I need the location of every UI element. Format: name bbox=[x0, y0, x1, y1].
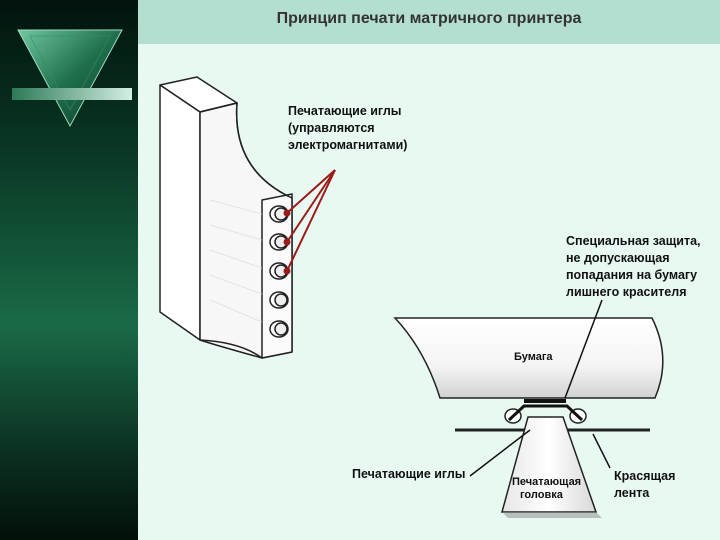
needles-top-label-line1: Печатающие иглы bbox=[288, 104, 402, 118]
sidebar-panel bbox=[0, 0, 138, 540]
paper-sheet bbox=[393, 317, 664, 399]
needles-bottom-label: Печатающие иглы bbox=[352, 467, 466, 481]
protection-label-line2: не допускающая bbox=[566, 251, 670, 265]
print-head-shading bbox=[209, 199, 263, 323]
header-bar bbox=[138, 0, 720, 44]
head-label-line2: головка bbox=[520, 489, 563, 501]
green-triangle-logo-icon bbox=[12, 29, 132, 128]
needles-top-label-line3: электромагнитами) bbox=[288, 138, 408, 152]
protection-label-line1: Специальная защита, bbox=[566, 234, 701, 248]
ribbon-label-line2: лента bbox=[614, 486, 650, 500]
needles-top-label-line2: (управляются bbox=[288, 121, 375, 135]
needle-ends bbox=[269, 205, 289, 338]
head-label-line1: Печатающая bbox=[512, 476, 582, 488]
protection-label-line4: лишнего красителя bbox=[566, 285, 687, 299]
page-title: Принцип печати матричного принтера bbox=[276, 10, 582, 27]
needle-pointer-lines bbox=[283, 169, 336, 275]
paper-label: Бумага bbox=[514, 351, 553, 363]
ribbon-label-line1: Красящая bbox=[614, 469, 676, 483]
protection-shield bbox=[507, 404, 584, 422]
pointer-lines bbox=[469, 299, 611, 477]
protection-label-line3: попадания на бумагу bbox=[566, 268, 698, 282]
